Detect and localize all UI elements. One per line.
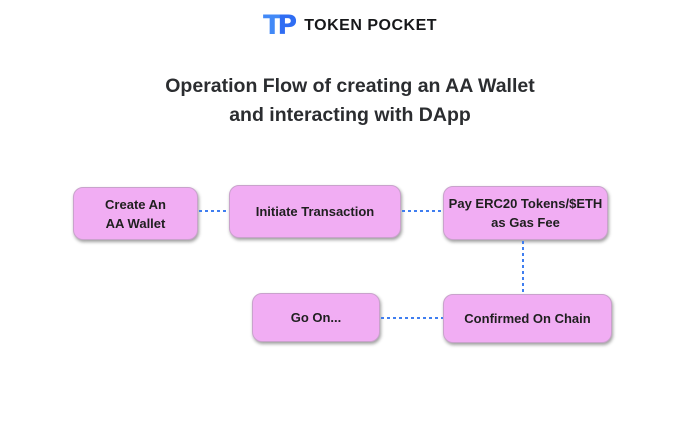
dotted-connector-initiate-to-pay xyxy=(402,210,443,212)
flow-node-label-line1: Pay ERC20 Tokens/$ETH xyxy=(448,196,603,211)
dotted-connector-confirmed-to-goon xyxy=(381,317,443,319)
flow-node-go-on: Go On... xyxy=(252,293,380,342)
dotted-connector-create-to-initiate xyxy=(199,210,229,212)
flow-node-label-line1: Initiate Transaction xyxy=(255,204,375,219)
flow-node-label-line2: AA Wallet xyxy=(105,215,166,231)
flow-node-initiate-transaction: Initiate Transaction xyxy=(229,185,401,238)
diagram-title: Operation Flow of creating an AA Wallet … xyxy=(0,72,700,130)
flow-node-create-aa-wallet: Create An AA Wallet xyxy=(73,187,198,240)
flow-node-label-line1: Create An xyxy=(105,196,166,212)
diagram-title-line2: and interacting with DApp xyxy=(229,104,471,126)
flow-node-label-line2: as Gas Fee xyxy=(491,215,560,230)
tp-icon-letter-p: P xyxy=(277,10,297,41)
flow-node-label-line1: Go On... xyxy=(290,310,342,325)
diagram-title-line1: Operation Flow of creating an AA Wallet xyxy=(165,75,535,97)
tp-icon-letter-t: T xyxy=(262,10,282,41)
flow-node-label-line1: Confirmed On Chain xyxy=(464,311,591,326)
brand-name: TOKEN POCKET xyxy=(304,16,438,34)
flow-node-confirmed-on-chain: Confirmed On Chain xyxy=(443,294,612,343)
dotted-connector-pay-to-confirmed xyxy=(522,241,524,294)
flow-node-pay-gas-fee: Pay ERC20 Tokens/$ETH as Gas Fee xyxy=(443,186,608,240)
